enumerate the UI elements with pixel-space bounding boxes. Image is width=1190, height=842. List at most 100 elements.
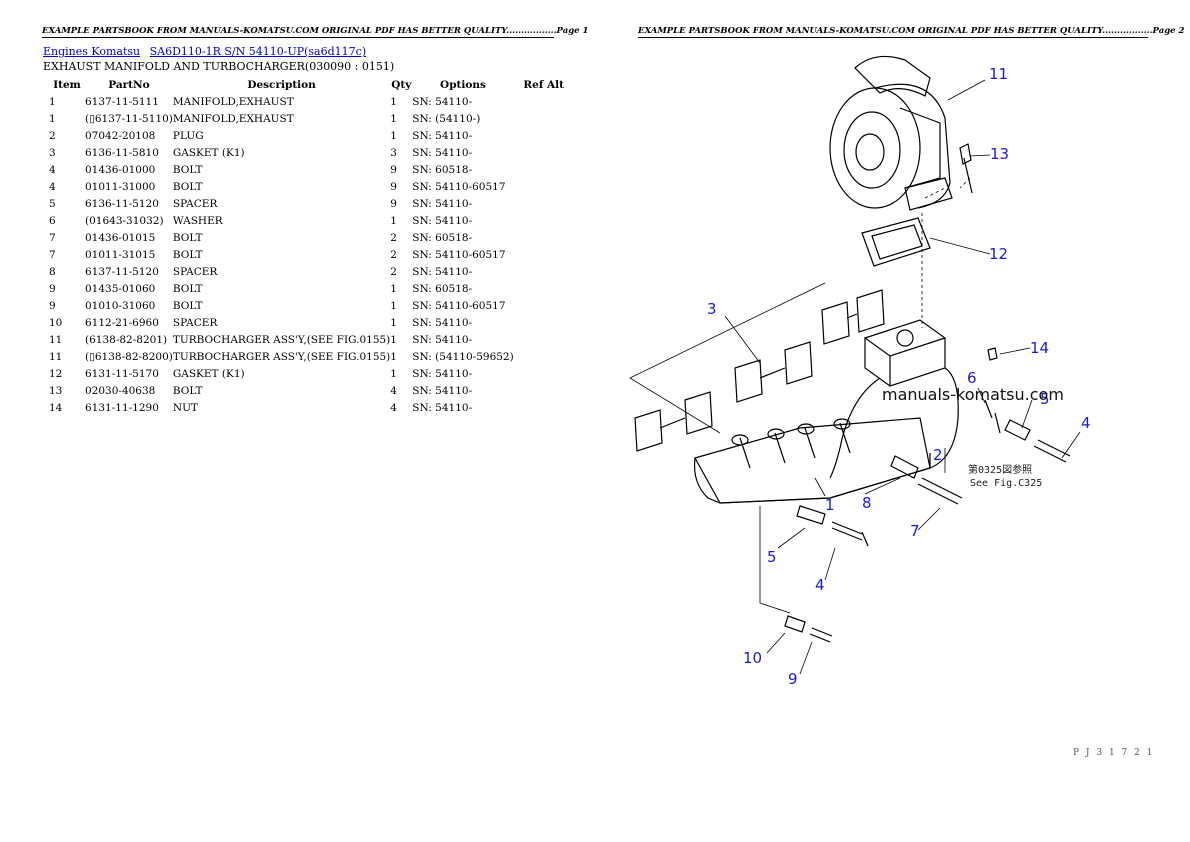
callout-4-left: 4: [815, 576, 825, 594]
cell-description: MANIFOLD,EXHAUST: [172, 95, 294, 108]
cell-item: 9: [49, 282, 56, 295]
table-header-row: Item PartNo Description Qty Options Ref …: [43, 76, 574, 93]
column-header-description: Description: [247, 78, 316, 91]
cell-description: TURBOCHARGER ASS'Y,(SEE FIG.0155): [172, 350, 391, 363]
cell-item: 7: [49, 231, 56, 244]
callout-10: 10: [743, 649, 762, 667]
cell-options: SN: 60518-: [412, 282, 473, 295]
column-header-qty: Qty: [391, 78, 412, 91]
cell-ref-alt: [514, 331, 574, 348]
cell-ref-alt: [514, 280, 574, 297]
cell-ref-alt: [514, 110, 574, 127]
callout-14: 14: [1030, 339, 1049, 357]
cell-partno: 01436-01000: [85, 163, 156, 176]
cell-description: WASHER: [172, 214, 223, 227]
cell-ref-alt: [514, 93, 574, 110]
cell-qty: 1: [390, 129, 397, 142]
cell-options: SN: 54110-: [412, 95, 473, 108]
cell-options: SN: 54110-: [412, 333, 473, 346]
breadcrumb-link-engines[interactable]: Engines Komatsu: [43, 45, 141, 58]
cell-options: SN: 54110-: [412, 367, 473, 380]
cell-description: BOLT: [172, 299, 203, 312]
cell-item: 13: [49, 384, 63, 397]
callout-5-left: 5: [767, 548, 777, 566]
cell-partno: (6138-82-8201): [85, 333, 168, 346]
callout-9: 9: [788, 670, 798, 688]
cell-description: SPACER: [172, 197, 218, 210]
cell-partno: 6137-11-5111: [85, 95, 159, 108]
cell-item: 11: [49, 350, 63, 363]
exploded-parts-diagram: 11 13 12 3 14 6 5 4 2 8 1 7 5 4 10 9 man…: [629, 55, 1091, 688]
cell-qty: 2: [390, 248, 397, 261]
cell-ref-alt: [514, 212, 574, 229]
cell-qty: 9: [390, 197, 397, 210]
cell-item: 1: [49, 112, 56, 125]
diagram-code: P J 3 1 7 2 1: [1073, 748, 1155, 758]
cell-partno: 6136-11-5120: [85, 197, 159, 210]
breadcrumb: Engines Komatsu SA6D110-1R S/N 54110-UP(…: [43, 45, 372, 58]
cell-description: NUT: [172, 401, 198, 414]
cell-qty: 1: [390, 282, 397, 295]
cell-description: SPACER: [172, 316, 218, 329]
cell-description: MANIFOLD,EXHAUST: [172, 112, 294, 125]
cell-item: 4: [49, 163, 56, 176]
watermark-text: manuals-komatsu.com: [882, 385, 1064, 404]
column-header-item: Item: [53, 78, 81, 91]
cell-item: 1: [49, 95, 56, 108]
callout-3: 3: [707, 300, 717, 318]
callout-8: 8: [862, 494, 872, 512]
cell-partno: 01436-01015: [85, 231, 156, 244]
cell-description: GASKET (K1): [172, 367, 245, 380]
cell-qty: 3: [390, 146, 397, 159]
cell-partno: 07042-20108: [85, 129, 156, 142]
guide-lines: [921, 177, 971, 328]
callout-1: 1: [825, 496, 835, 514]
callout-12: 12: [989, 245, 1008, 263]
cell-options: SN: 54110-: [412, 197, 473, 210]
cell-partno: (01643-31032): [85, 214, 164, 227]
breadcrumb-link-model[interactable]: SA6D110-1R S/N 54110-UP(sa6d117c): [149, 45, 367, 58]
cell-item: 3: [49, 146, 56, 159]
cell-qty: 1: [390, 350, 397, 363]
cell-item: 4: [49, 180, 56, 193]
cell-ref-alt: [514, 229, 574, 246]
cell-description: BOLT: [172, 180, 203, 193]
cell-options: SN: 54110-: [412, 214, 473, 227]
cell-ref-alt: [514, 161, 574, 178]
cell-partno: 6136-11-5810: [85, 146, 159, 159]
cell-ref-alt: [514, 382, 574, 399]
callout-labels: 11 13 12 3 14 6 5 4 2 8 1 7 5 4 10 9: [707, 65, 1091, 688]
cell-ref-alt: [514, 348, 574, 365]
cell-item: 6: [49, 214, 56, 227]
cell-ref-alt: [514, 399, 574, 416]
cell-partno: 6131-11-1290: [85, 401, 159, 414]
cell-qty: 4: [390, 384, 397, 397]
manifold-gaskets-part: [634, 289, 885, 452]
cell-ref-alt: [514, 144, 574, 161]
callout-5-right: 5: [1040, 390, 1050, 408]
cell-qty: 2: [390, 231, 397, 244]
turbo-gasket-part: [861, 217, 931, 267]
callout-6: 6: [967, 369, 977, 387]
callout-4-right: 4: [1081, 414, 1091, 432]
elbow-part: [829, 319, 959, 479]
cell-partno: 02030-40638: [85, 384, 156, 397]
cell-qty: 1: [390, 112, 397, 125]
cell-qty: 4: [390, 401, 397, 414]
cell-options: SN: (54110-): [412, 112, 481, 125]
cell-description: GASKET (K1): [172, 146, 245, 159]
cell-options: SN: 54110-: [412, 129, 473, 142]
